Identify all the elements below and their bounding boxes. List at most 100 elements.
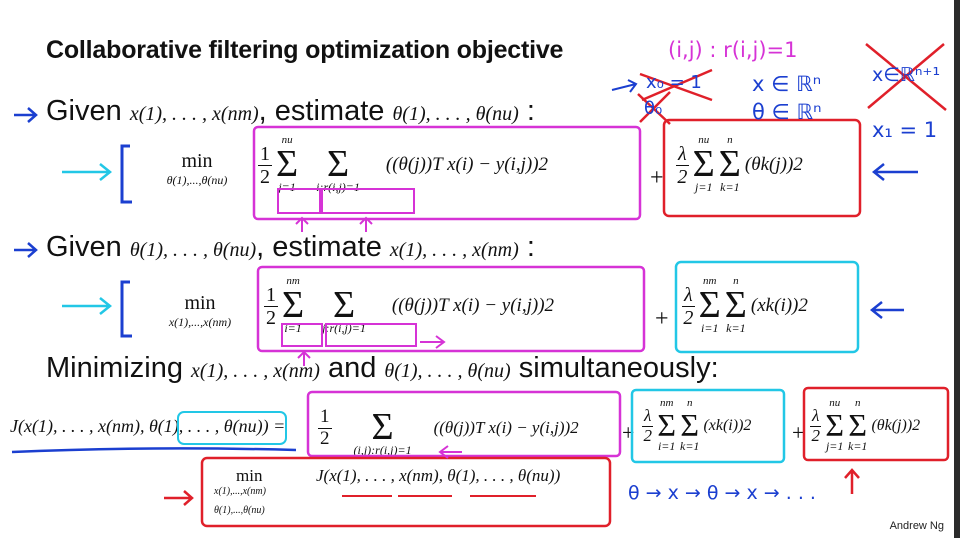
eq3-plus-2: + <box>792 420 805 445</box>
eq1-plus: + <box>650 165 664 191</box>
eq2-x-squared: (xk(i))2 <box>750 295 808 316</box>
eq3-theta-squared: (θk(j))2 <box>871 417 921 434</box>
eq3-squared-error: ((θ(j))T x(i) − y(i,j))2 <box>433 418 579 437</box>
eq1-min-subscript: θ(1),...,θ(nu) <box>166 173 228 187</box>
eq1-reg-pointer-icon <box>871 163 918 181</box>
theta-in-rn-note: θ ∈ ℝⁿ <box>752 100 822 124</box>
theta-up-arrow-icon <box>844 468 860 494</box>
given-theta-vars-2: θ(1), . . . , θ(nu) <box>129 239 257 261</box>
eq4-min-subscript-x: x(1),...,x(nm) <box>214 486 266 497</box>
eq1-squared-error: ((θ(j))T x(i) − y(i,j))2 <box>385 154 549 175</box>
window-edge <box>954 0 960 538</box>
given-theta-line: Given θ(1), . . . , θ(nu), estimate x(1)… <box>46 231 535 264</box>
eq4-min-subscript-theta: θ(1),...,θ(nu) <box>214 505 265 516</box>
lhs-x-underline <box>11 447 297 454</box>
eq2-j-index-box <box>325 323 417 347</box>
x-in-rn-note: x ∈ ℝⁿ <box>752 72 822 96</box>
eq2-i-index-box <box>281 323 323 347</box>
x0-crossed-note: x₀ = 1 <box>646 72 702 93</box>
minimizing-label: Minimizing <box>46 352 183 384</box>
given-theta-arrow-icon <box>14 242 38 258</box>
eq3-x-reg-box <box>630 388 786 464</box>
slide-title: Collaborative filtering optimization obj… <box>46 36 564 64</box>
eq4-min-box <box>200 456 612 528</box>
eq3-x-squared: (xk(i))2 <box>703 417 752 434</box>
i-index-up-arrow-icon <box>359 216 373 232</box>
eq3-sum-ij: Σ(i,j):r(i,j)=1 <box>353 406 412 457</box>
eq2-min-bracket <box>120 280 132 338</box>
eq1-regularization-box <box>662 118 862 218</box>
eq1-theta-squared: (θk(j))2 <box>744 154 803 175</box>
eq3-index-left-arrow-icon <box>438 445 462 459</box>
eq2-data-term-box <box>256 265 646 353</box>
eq1-i-index-box <box>321 188 415 214</box>
given-x-arrow-icon <box>14 107 38 123</box>
given-x-vars-1: x(1), . . . , x(nm) <box>129 103 259 125</box>
and-label: and <box>327 352 377 384</box>
colon-1: : <box>526 95 535 127</box>
eq1-min-bracket <box>120 144 132 204</box>
x-in-rn1-crossed-note: x∈ℝⁿ⁺¹ <box>872 64 941 86</box>
estimate-label-1: , estimate <box>258 95 385 127</box>
eq1-pointer-arrow-icon <box>62 163 113 181</box>
eq2-min-label: min <box>184 292 216 314</box>
eq1-j-index-box <box>277 188 321 214</box>
eq1-min: min θ(1),...,θ(nu) <box>138 150 256 188</box>
given-label-2: Given <box>46 231 122 263</box>
eq2-regularization-box <box>674 260 860 354</box>
eq4-cost-function: J(x(1), . . . , x(nm), θ(1), . . . , θ(n… <box>316 466 561 485</box>
eq2-min: min x(1),...,x(nm) <box>138 292 262 330</box>
minimizing-theta-vars: θ(1), . . . , θ(nu) <box>384 360 511 382</box>
given-x-line: Given x(1), . . . , x(nm), estimate θ(1)… <box>46 95 535 128</box>
author-credit: Andrew Ng <box>889 520 944 532</box>
minimizing-x-vars: x(1), . . . , x(nm) <box>191 360 320 382</box>
x1-equals-one-note: x₁ = 1 <box>872 118 938 142</box>
estimate-x-vars-2: x(1), . . . , x(nm) <box>389 239 519 261</box>
index-set-note: (i,j) : r(i,j)=1 <box>668 38 798 62</box>
alternating-sequence-note: θ → x → θ → x → . . . <box>628 482 816 504</box>
eq1-data-term-box <box>252 125 642 221</box>
eq1-min-label: min <box>181 150 213 172</box>
eq4-min-label: min <box>236 466 263 485</box>
eq2-reg-pointer-icon <box>869 301 904 319</box>
eq4-min: min x(1),...,x(nm) θ(1),...,θ(nu) <box>214 466 310 516</box>
x-dimension-crossout <box>865 43 947 111</box>
j-index-up-arrow-icon <box>295 216 309 232</box>
theta0-crossout <box>637 91 671 125</box>
estimate-label-2: , estimate <box>256 231 382 263</box>
eq2-i-up-arrow-icon <box>297 350 311 366</box>
minimizing-line: Minimizing x(1), . . . , x(nm) and θ(1),… <box>46 352 719 385</box>
eq3-theta-reg-box <box>802 386 950 462</box>
x0-pointer-arrow-icon <box>611 79 638 93</box>
eq4-pointer-arrow-icon <box>164 490 194 506</box>
simultaneously-label: simultaneously: <box>518 352 719 384</box>
eq2-pointer-arrow-icon <box>62 297 113 315</box>
given-label-1: Given <box>46 95 122 127</box>
colon-2: : <box>526 231 535 263</box>
eq2-plus: + <box>655 306 669 332</box>
